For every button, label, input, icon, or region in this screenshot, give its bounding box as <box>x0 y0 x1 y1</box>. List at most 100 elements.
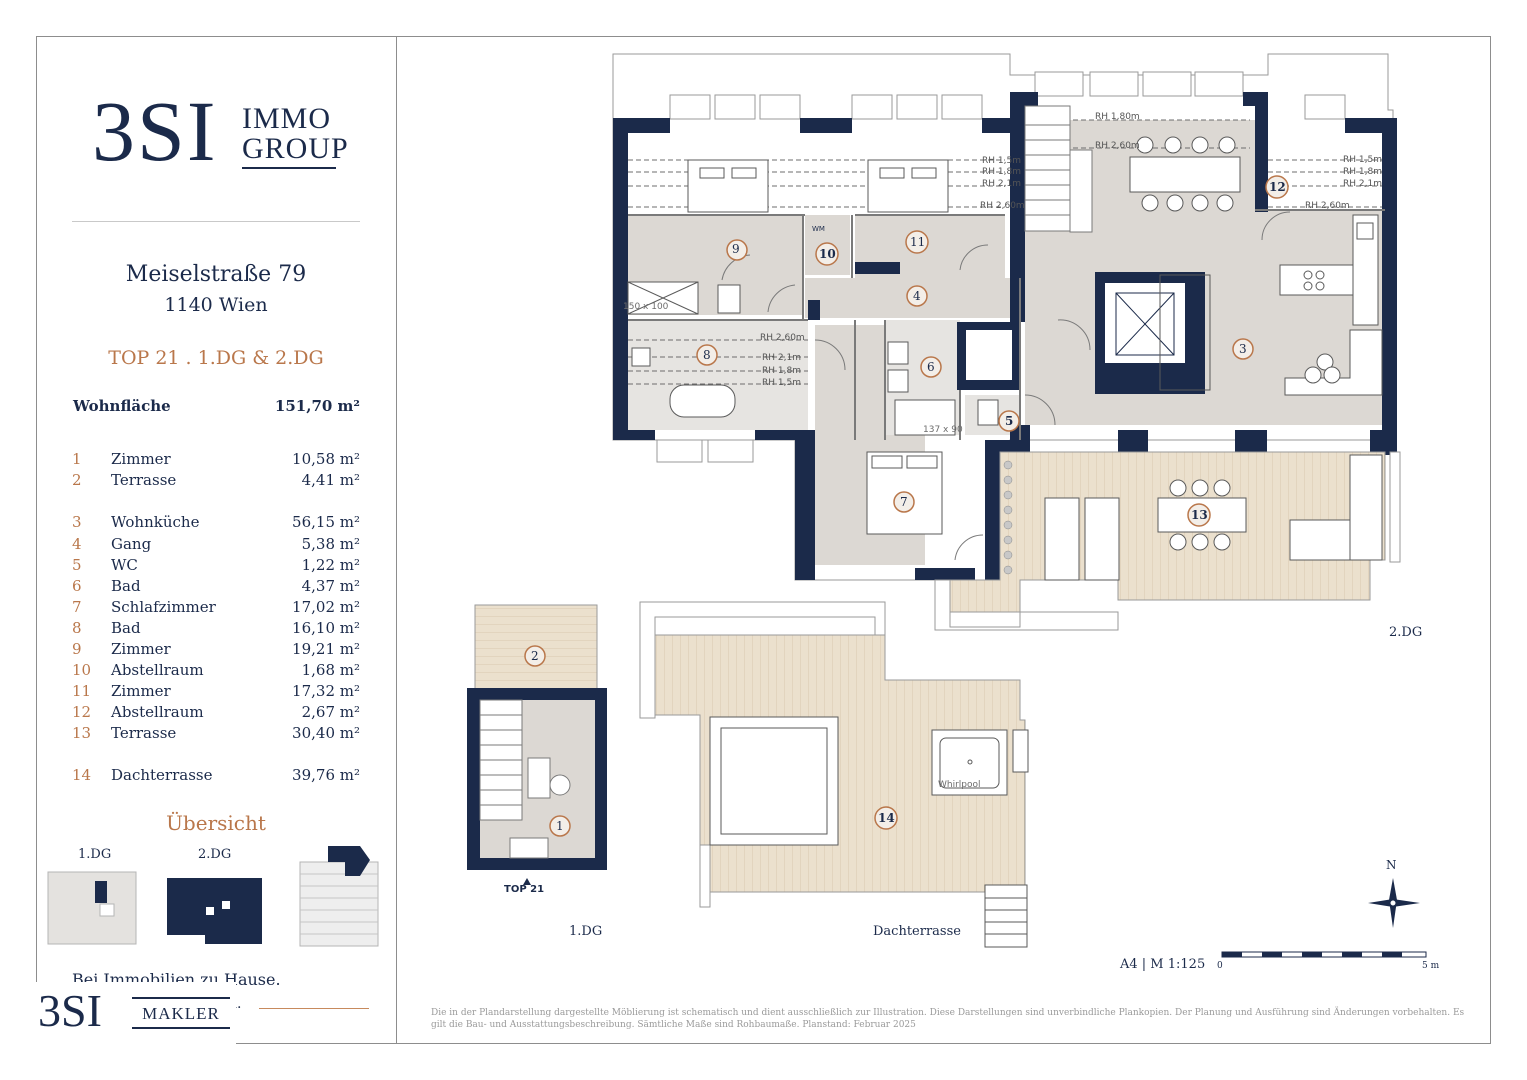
room-number: 8 <box>72 619 82 637</box>
room-markers <box>524 175 1289 837</box>
room-marker-5 <box>998 410 1020 432</box>
ceiling-height-label: RH 1,5m <box>762 378 801 388</box>
ceiling-height-label: RH 2,60m <box>1095 141 1140 151</box>
room-area: 2,67 m² <box>301 703 360 721</box>
room-label-8: 8 <box>703 348 711 362</box>
floor-label-roof: Dachterrasse <box>873 924 961 939</box>
living-area-label: Wohnfläche <box>73 397 171 415</box>
room-number: 5 <box>72 556 82 574</box>
room-marker-11 <box>905 230 929 254</box>
room-name: Schlafzimmer <box>111 598 216 616</box>
room-name: Abstellraum <box>111 661 204 679</box>
room-marker-8 <box>696 344 718 366</box>
room-name: Zimmer <box>111 682 171 700</box>
scale-bar <box>1221 951 1427 958</box>
room-area: 30,40 m² <box>292 724 360 742</box>
ceiling-height-label: RH 2,60m <box>1305 201 1350 211</box>
overview-1dg-highlight <box>95 881 107 903</box>
room-11-floor <box>855 215 1005 285</box>
floor-label-1dg: 1.DG <box>569 924 603 939</box>
shower-label-2: 137 x 90 <box>923 425 963 435</box>
ceiling-height-label: RH 1,80m <box>1095 112 1140 122</box>
whirlpool-label: Whirlpool <box>938 780 981 790</box>
room-number: 3 <box>72 513 82 531</box>
unit-title: TOP 21 . 1.DG & 2.DG <box>108 347 324 369</box>
room-area: 4,41 m² <box>301 471 360 489</box>
elevator-shaft <box>1105 283 1185 363</box>
entrance-label: TOP 21 <box>504 884 545 895</box>
ceiling-height-label: RH 1,5m <box>982 156 1021 166</box>
room-number: 14 <box>72 766 92 784</box>
room-name: Terrasse <box>111 724 177 742</box>
ceiling-height-label: RH 1,5m <box>1343 155 1382 165</box>
room-marker-14 <box>874 806 898 830</box>
room-area: 56,15 m² <box>292 513 360 531</box>
room-name: Wohnküche <box>111 513 200 531</box>
overview-roof-thumb <box>299 861 379 947</box>
panel-divider <box>396 36 397 1044</box>
disclaimer: Die in der Plandarstellung dargestellte … <box>431 1008 1465 1030</box>
room-marker-2 <box>524 645 546 667</box>
room-area: 5,38 m² <box>301 535 360 553</box>
terrace-13-planters <box>1003 460 1013 575</box>
bathroom-6-fixtures <box>887 341 999 436</box>
floor-label-2dg: 2.DG <box>1389 625 1423 640</box>
makler-logo-word: MAKLER <box>142 1004 220 1023</box>
ceiling-height-label: RH 1,8m <box>762 366 801 376</box>
room-name: Terrasse <box>111 471 177 489</box>
room-row: 3 Wohnküche 56,15 m² <box>72 513 360 533</box>
ceiling-height-label: RH 2,1m <box>982 179 1021 189</box>
logo-main-text: 3SI <box>92 83 218 179</box>
room-row: 2 Terrasse 4,41 m² <box>72 471 360 491</box>
skylights <box>656 71 1346 463</box>
bathroom-8-fixtures <box>627 281 741 418</box>
room-name: Zimmer <box>111 640 171 658</box>
room-label-5: 5 <box>1005 414 1014 428</box>
address-city: 1140 Wien <box>164 294 268 316</box>
ceiling-height-label: RH 2,1m <box>1343 179 1382 189</box>
room-label-10: 10 <box>819 247 836 261</box>
room-marker-9 <box>726 239 748 261</box>
overview-label-1dg: 1.DG <box>78 847 112 862</box>
roof-terrace-furniture <box>709 716 1029 948</box>
room-label-2: 2 <box>531 649 539 663</box>
ceiling-height-label: RH 1,8m <box>1343 167 1382 177</box>
room-marker-6 <box>920 356 942 378</box>
room-label-7: 7 <box>900 495 908 509</box>
room-name: Bad <box>111 577 141 595</box>
room-number: 1 <box>72 450 82 468</box>
north-label: N <box>1386 858 1397 872</box>
room-label-11: 11 <box>910 235 926 249</box>
room-label-13: 13 <box>1191 508 1208 522</box>
north-arrow-icon <box>1368 878 1420 928</box>
living-area-value: 151,70 m² <box>274 397 360 415</box>
room-area: 1,22 m² <box>301 556 360 574</box>
room-area: 17,32 m² <box>292 682 360 700</box>
logo-line-1: IMMO <box>242 102 332 135</box>
overview-2dg-thumb <box>167 878 262 944</box>
header-divider <box>72 221 360 222</box>
room-area: 1,68 m² <box>301 661 360 679</box>
dining-table <box>1129 136 1241 212</box>
accent-line <box>259 1008 369 1009</box>
room-number: 2 <box>72 471 82 489</box>
ceiling-height-label: RH 2,60m <box>760 333 805 343</box>
room-label-3: 3 <box>1239 342 1247 356</box>
logo-underline <box>242 167 336 169</box>
address-street: Meiselstraße 79 <box>125 262 307 287</box>
shower-label-1: 150 x 100 <box>623 302 669 312</box>
room-label-4: 4 <box>913 289 921 303</box>
room-area: 10,58 m² <box>292 450 360 468</box>
room-label-12: 12 <box>1269 180 1286 194</box>
beds <box>687 159 949 535</box>
room-number: 4 <box>72 535 82 553</box>
